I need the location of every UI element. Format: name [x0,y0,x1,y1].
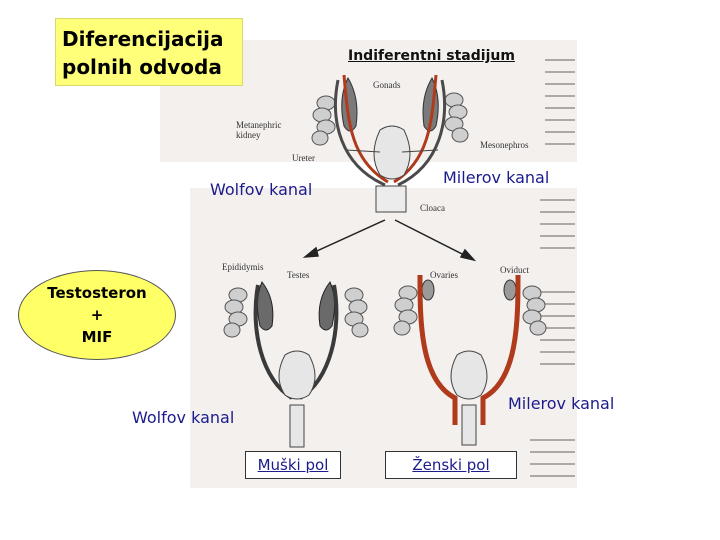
female-ovary-right [503,279,517,301]
right-kidney-lobes [444,92,469,143]
mullerian-duct-top-left [342,74,389,184]
scan-text-lines [530,59,575,477]
female-label: Ženski pol [385,451,517,479]
indifferent-stage-drawing [311,74,469,213]
male-testis-right [318,281,336,331]
female-urethra [461,404,477,446]
male-urethra [289,404,305,448]
male-kidney-lobes [223,287,369,338]
female-mullerian-duct-left [417,274,458,425]
female-ovary-left [421,279,435,301]
label-muller-duct-top: Milerov kanal [443,168,550,187]
male-testis-left [256,281,274,331]
hormone-ellipse: Testosteron + MIF [18,270,176,360]
term-ureter: Ureter [292,153,315,163]
stage-title: Indiferentni stadijum [348,48,515,64]
differentiation-arrows [302,219,477,262]
male-drawing [223,281,369,448]
female-drawing [393,274,547,446]
label-muller-duct-bottom: Milerov kanal [508,394,615,413]
wolffian-duct-top-left [334,79,386,187]
slide-title: Diferencijacija polnih odvoda [55,18,243,86]
label-wolff-duct-top: Wolfov kanal [210,180,313,199]
term-gonads: Gonads [373,80,401,90]
cloaca [375,185,407,213]
wolffian-duct-top-right [397,79,446,187]
term-ovaries: Ovaries [430,270,458,280]
hormone-mif: MIF [81,328,113,346]
term-cloaca: Cloaca [420,203,445,213]
bladder-top [373,125,411,180]
female-kidney-lobes [393,285,547,336]
term-epididymis: Epididymis [222,262,264,272]
hormone-testosterone: Testosteron [47,284,147,302]
term-kidney: kidney [236,130,261,140]
female-bladder [450,350,488,400]
label-wolff-duct-bottom: Wolfov kanal [132,408,235,427]
male-bladder [278,350,316,400]
male-label: Muški pol [245,451,341,479]
term-oviduct: Oviduct [500,265,529,275]
left-kidney-lobes [311,95,336,146]
hormone-plus: + [90,306,104,324]
female-mullerian-duct-right [480,274,521,425]
term-mesonephros: Mesonephros [480,140,529,150]
term-metanephric: Metanephric [236,120,282,130]
term-testes: Testes [287,270,310,280]
